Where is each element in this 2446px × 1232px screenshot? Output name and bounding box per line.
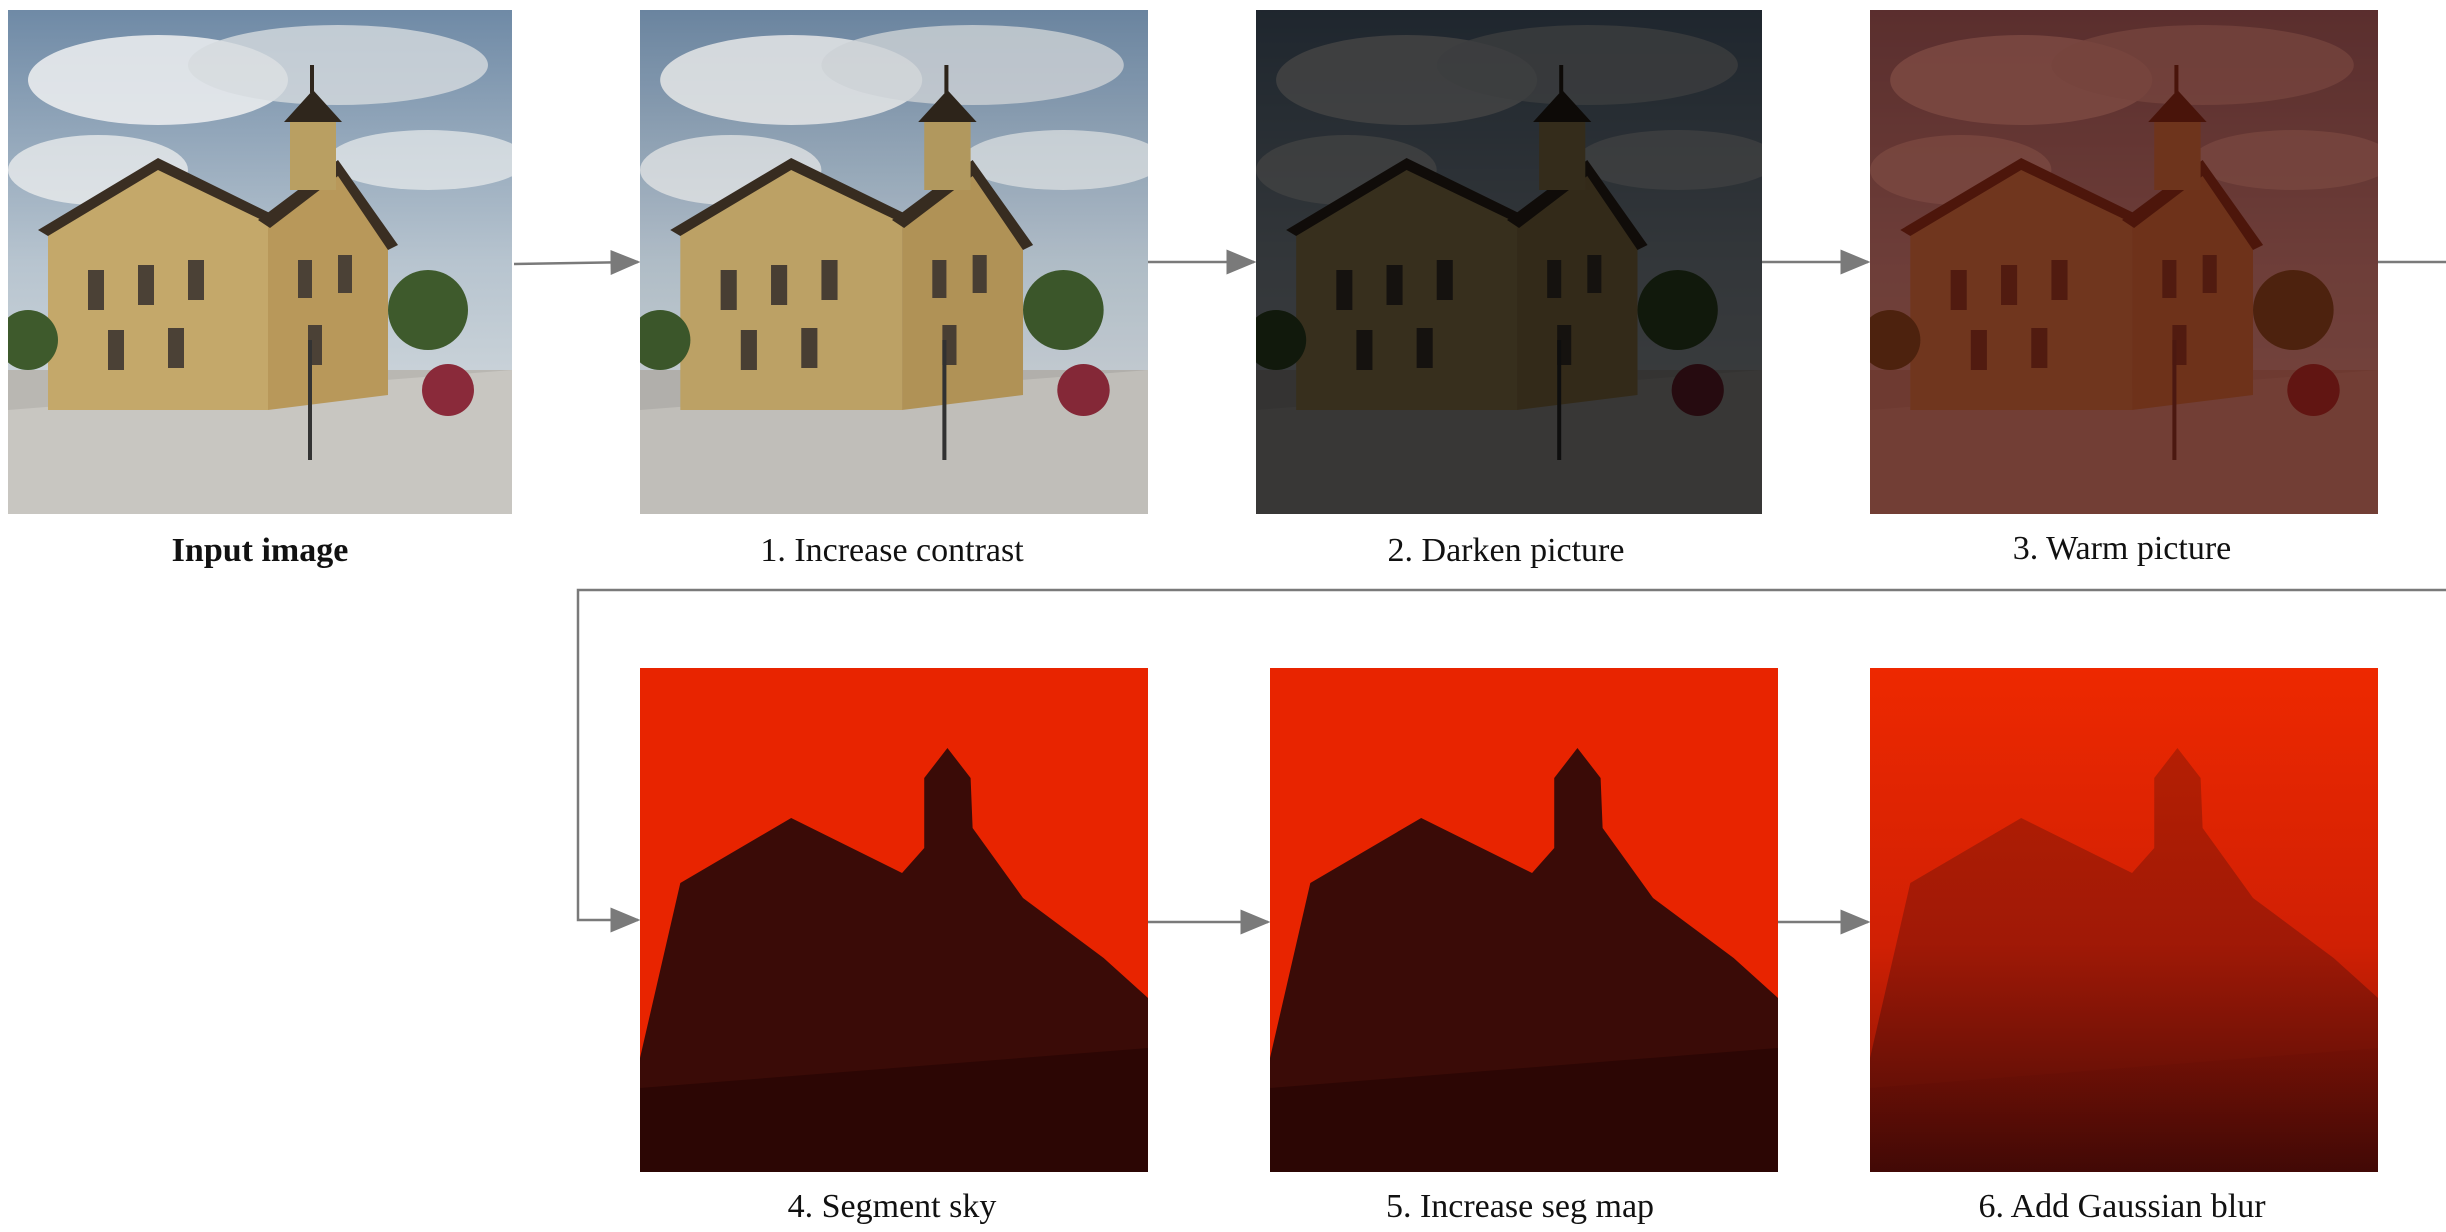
input-image xyxy=(8,10,512,514)
caption-step-6: 6. Add Gaussian blur xyxy=(1978,1188,2266,1225)
step-3-image xyxy=(1870,10,2378,514)
wrap-connector xyxy=(576,588,2446,933)
arrow-input-to-1 xyxy=(513,249,641,275)
caption-step-1: 1. Increase contrast xyxy=(760,532,1024,569)
caption-input: Input image xyxy=(171,532,349,569)
step-1-image xyxy=(640,10,1148,514)
step-5-image xyxy=(1270,668,1778,1172)
step-6-image xyxy=(1870,668,2378,1172)
caption-step-4: 4. Segment sky xyxy=(787,1188,997,1225)
caption-step-3: 3. Warm picture xyxy=(2012,530,2232,567)
step-2-image xyxy=(1256,10,1762,514)
caption-step-2: 2. Darken picture xyxy=(1387,532,1625,569)
step-4-image xyxy=(640,668,1148,1172)
caption-step-5: 5. Increase seg map xyxy=(1385,1188,1655,1225)
